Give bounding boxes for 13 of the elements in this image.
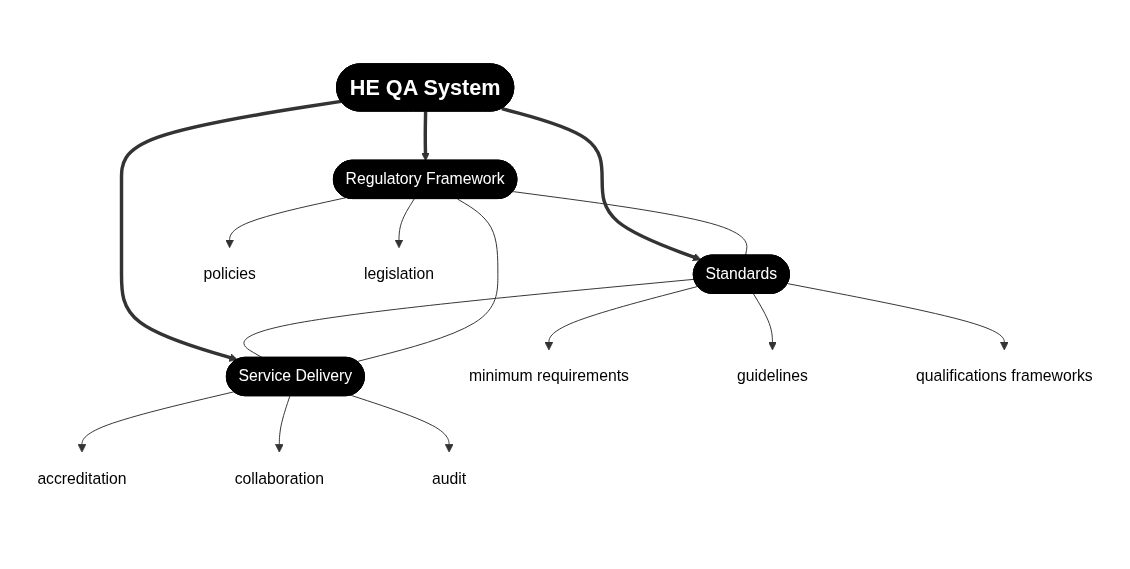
arrow bbox=[421, 111, 430, 161]
connector bbox=[512, 191, 748, 256]
node-text: audit bbox=[432, 469, 467, 487]
node-text: policies bbox=[203, 265, 256, 283]
arrow bbox=[501, 106, 702, 262]
node-text: qualifications frameworks bbox=[916, 367, 1093, 385]
node-text: legislation bbox=[364, 265, 434, 283]
node-text: guidelines bbox=[737, 367, 808, 385]
connector bbox=[243, 278, 695, 359]
node-text: collaboration bbox=[234, 469, 324, 487]
node-text: accreditation bbox=[37, 469, 127, 487]
node-text: minimum requirements bbox=[468, 367, 629, 385]
arrow bbox=[119, 99, 342, 362]
